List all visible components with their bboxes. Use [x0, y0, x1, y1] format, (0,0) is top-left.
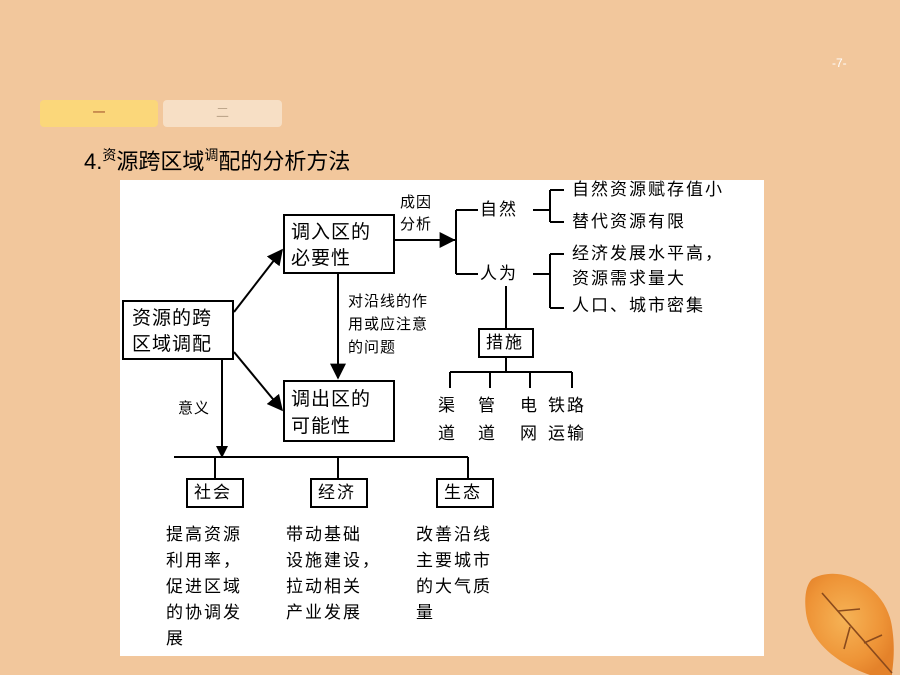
measure-item-b: 网 [520, 424, 539, 444]
import-line2: 必要性 [291, 247, 352, 269]
economic-line: 产业发展 [286, 603, 362, 623]
measure-item-b: 道 [478, 424, 497, 444]
title-char-raised: 调 [204, 148, 219, 164]
import-necessity-box: 调入区的 必要性 [283, 214, 395, 274]
ecological-line: 量 [416, 603, 435, 623]
measure-item-a: 电 [520, 396, 539, 416]
title-part: 源跨区域 [116, 150, 205, 175]
measures-box: 措施 [478, 328, 534, 358]
category-box-social: 社会 [186, 478, 244, 508]
page-number: -7- [832, 56, 847, 70]
category-label: 生态 [444, 483, 482, 503]
ecological-line: 主要城市 [416, 551, 492, 571]
category-label: 经济 [318, 483, 356, 503]
leaf-icon [805, 573, 894, 675]
natural-label: 自然 [480, 200, 518, 220]
flow-diagram: 资源的跨 区域调配 调入区的 必要性 调出区的 可能性 成因 分析 自然 自然资… [120, 180, 764, 656]
category-box-economic: 经济 [310, 478, 368, 508]
section-title: 4.资源跨区域调配的分析方法 [84, 144, 350, 176]
ecological-line: 改善沿线 [416, 525, 492, 545]
natural-item: 替代资源有限 [572, 212, 686, 232]
category-box-ecological: 生态 [436, 478, 494, 508]
economic-line: 拉动相关 [286, 577, 362, 597]
human-item: 资源需求量大 [572, 269, 686, 289]
root-line1: 资源的跨 [132, 307, 213, 329]
measure-item-b: 运输 [548, 424, 586, 444]
social-line: 促进区域 [166, 577, 242, 597]
cause-analysis-line1: 成因 [400, 193, 433, 211]
social-line: 提高资源 [166, 525, 242, 545]
social-line: 的协调发 [166, 603, 242, 623]
tab-one[interactable]: 一 [40, 100, 158, 127]
along-label-line1: 对沿线的作 [348, 292, 429, 310]
export-line2: 可能性 [291, 415, 352, 437]
export-possibility-box: 调出区的 可能性 [283, 380, 395, 442]
title-number: 4. [84, 149, 103, 174]
human-item: 人口、城市密集 [572, 296, 705, 316]
root-box: 资源的跨 区域调配 [122, 300, 234, 360]
category-label: 社会 [194, 483, 232, 503]
tab-two[interactable]: 二 [163, 100, 282, 127]
social-line: 展 [166, 629, 185, 649]
cause-analysis-line2: 分析 [400, 215, 433, 233]
measure-item-b: 道 [438, 424, 457, 444]
arrowhead-meaning [216, 446, 228, 458]
root-line2: 区域调配 [132, 333, 213, 355]
export-line1: 调出区的 [291, 388, 372, 410]
along-label-line2: 用或应注意 [348, 315, 429, 333]
arrow-root-to-import [233, 248, 283, 313]
measure-item-a: 管 [478, 396, 497, 416]
meaning-label: 意义 [178, 399, 211, 417]
economic-line: 设施建设， [286, 551, 381, 571]
import-line1: 调入区的 [291, 221, 372, 243]
arrow-root-to-export [233, 351, 284, 412]
connector-lines [174, 189, 573, 478]
title-char-raised: 资 [102, 148, 117, 164]
economic-line: 带动基础 [286, 525, 362, 545]
ecological-line: 的大气质 [416, 577, 492, 597]
measures-label: 措施 [486, 333, 524, 353]
measure-item-a: 铁路 [548, 396, 586, 416]
human-item: 经济发展水平高， [572, 244, 724, 264]
along-label-line3: 的问题 [348, 338, 397, 356]
social-line: 利用率， [166, 551, 242, 571]
measure-item-a: 渠 [438, 396, 457, 416]
natural-item: 自然资源赋存值小 [572, 180, 724, 200]
human-label: 人为 [480, 264, 518, 284]
title-part: 配的分析方法 [218, 150, 351, 175]
